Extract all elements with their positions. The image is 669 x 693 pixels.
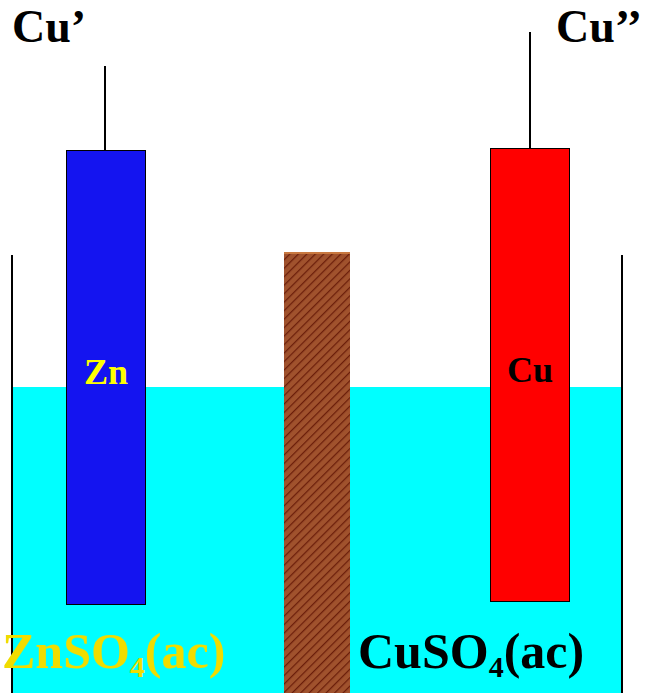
- beaker-wall: [621, 255, 623, 693]
- solution-label: CuSO4(ac): [358, 622, 584, 680]
- terminal-label: Cu’’: [556, 1, 642, 52]
- terminal-wire: [529, 32, 531, 148]
- electrode-label: Zn: [67, 351, 145, 393]
- solution-label: CuSO4(ac): [358, 623, 584, 679]
- terminal-label: Cu’: [12, 0, 86, 53]
- solution-label: ZnSO4(ac): [2, 623, 225, 679]
- solution-label: ZnSO4(ac): [2, 622, 225, 680]
- zinc-electrode: Zn: [66, 150, 146, 605]
- porous-barrier: [284, 253, 350, 693]
- terminal-label: Cu’: [12, 1, 86, 52]
- terminal-wire: [104, 66, 106, 150]
- terminal-label: Cu’’: [556, 0, 642, 53]
- copper-electrode: Cu: [490, 148, 570, 602]
- electrode-label: Cu: [491, 349, 569, 391]
- porous-barrier-top: [284, 252, 350, 254]
